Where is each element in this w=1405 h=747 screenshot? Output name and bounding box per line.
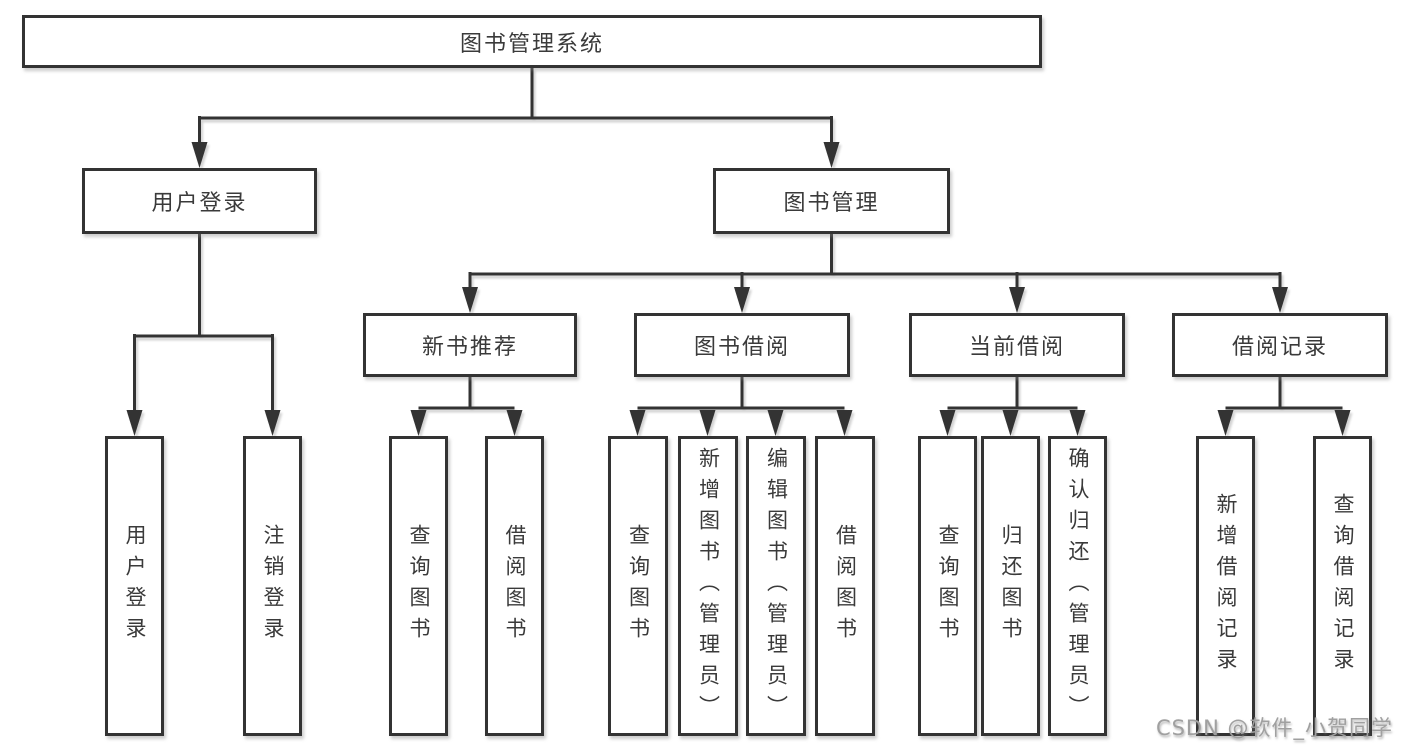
node-user-login: 用户登录 xyxy=(82,168,317,234)
leaf-logout: 注销登录 xyxy=(243,436,302,736)
node-label: 图书管理系统 xyxy=(459,31,604,57)
node-label: 图书管理 xyxy=(783,191,880,216)
leaf-label: 编辑图书（管理员） xyxy=(764,446,789,726)
leaf-label: 注销登录 xyxy=(261,524,285,648)
node-borrowing-records: 借阅记录 xyxy=(1172,313,1388,377)
node-book-borrowing: 图书借阅 xyxy=(634,313,850,377)
node-library-management-system: 图书管理系统 xyxy=(22,15,1042,68)
leaf-label: 查询图书 xyxy=(407,524,431,648)
node-label: 用户登录 xyxy=(151,191,248,216)
node-new-book-recommendation: 新书推荐 xyxy=(363,313,577,377)
node-label: 借阅记录 xyxy=(1231,335,1328,360)
leaf-user-login: 用户登录 xyxy=(105,436,164,736)
leaf-add-books-admin: 新增图书（管理员） xyxy=(678,436,738,736)
leaf-label: 借阅图书 xyxy=(503,524,527,648)
leaf-query-books-borrow: 查询图书 xyxy=(608,436,668,736)
leaf-label: 归还图书 xyxy=(999,524,1023,648)
leaf-label: 新增图书（管理员） xyxy=(696,446,721,726)
node-label: 当前借阅 xyxy=(968,335,1065,360)
leaf-edit-books-admin: 编辑图书（管理员） xyxy=(746,436,806,736)
leaf-label: 借阅图书 xyxy=(833,524,858,648)
node-current-borrowing: 当前借阅 xyxy=(909,313,1125,377)
leaf-label: 查询借阅记录 xyxy=(1331,493,1355,679)
leaf-borrow-books-recommend: 借阅图书 xyxy=(485,436,544,736)
leaf-query-borrow-record: 查询借阅记录 xyxy=(1313,436,1372,736)
node-label: 新书推荐 xyxy=(421,335,518,360)
leaf-query-books-recommend: 查询图书 xyxy=(389,436,448,736)
node-label: 图书借阅 xyxy=(693,335,790,360)
leaf-label: 确认归还（管理员） xyxy=(1066,446,1090,726)
leaf-query-books-current: 查询图书 xyxy=(918,436,977,736)
leaf-confirm-return-admin: 确认归还（管理员） xyxy=(1048,436,1107,736)
csdn-watermark: CSDN @软件_小贺同学 xyxy=(1155,716,1393,740)
leaf-label: 查询图书 xyxy=(936,524,960,648)
leaf-borrow-books: 借阅图书 xyxy=(815,436,875,736)
leaf-label: 查询图书 xyxy=(626,524,651,648)
leaf-return-books: 归还图书 xyxy=(981,436,1040,736)
leaf-label: 新增借阅记录 xyxy=(1214,493,1238,679)
leaf-label: 用户登录 xyxy=(123,524,147,648)
node-book-management: 图书管理 xyxy=(713,168,950,234)
leaf-add-borrow-record: 新增借阅记录 xyxy=(1196,436,1255,736)
